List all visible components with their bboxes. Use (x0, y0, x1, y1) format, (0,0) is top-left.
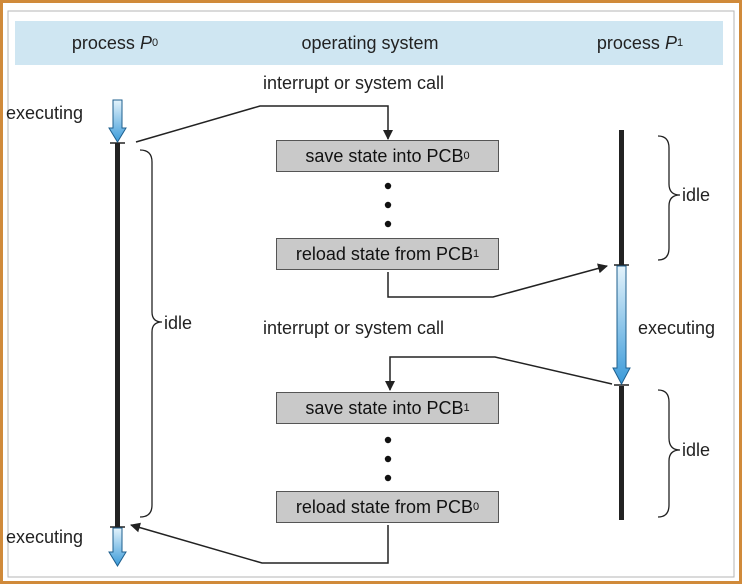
p1-idle-brace-top (657, 135, 681, 261)
label-p0-executing-bottom: executing (6, 527, 84, 547)
label-p0-idle: idle (164, 313, 193, 333)
ellipsis-dot (384, 455, 392, 463)
arrow-p1-to-os (385, 356, 613, 391)
label-interrupt-mid: interrupt or system call (263, 318, 445, 338)
ellipsis-dot (384, 436, 392, 444)
p0-idle-brace (139, 149, 163, 518)
p1-idle-timeline-bottom (619, 386, 624, 520)
header-band (15, 21, 723, 65)
p1-idle-brace-bottom (657, 389, 681, 518)
arrow-os-to-p0 (130, 522, 389, 564)
p0-executing-arrow-top (108, 99, 127, 143)
p0-idle-timeline (115, 143, 120, 527)
ellipsis-dot (384, 201, 392, 209)
header-operating-system: operating system (301, 32, 439, 53)
ellipsis-dot (384, 474, 392, 482)
p0-executing-arrow-bottom (108, 527, 127, 567)
ellipsis-dot (384, 182, 392, 190)
label-p1-idle-bottom: idle (682, 440, 711, 460)
label-p1-idle-top: idle (682, 185, 711, 205)
label-p0-executing-top: executing (6, 103, 84, 123)
inner-frame (7, 10, 735, 578)
p1-executing-arrow (612, 265, 631, 386)
arrow-p0-to-os (135, 105, 393, 143)
p1-idle-timeline-top (619, 130, 624, 265)
ellipsis-dot (384, 220, 392, 228)
arrow-os-to-p1 (387, 263, 608, 298)
label-interrupt-top: interrupt or system call (263, 73, 445, 93)
label-p1-executing: executing (638, 318, 716, 338)
